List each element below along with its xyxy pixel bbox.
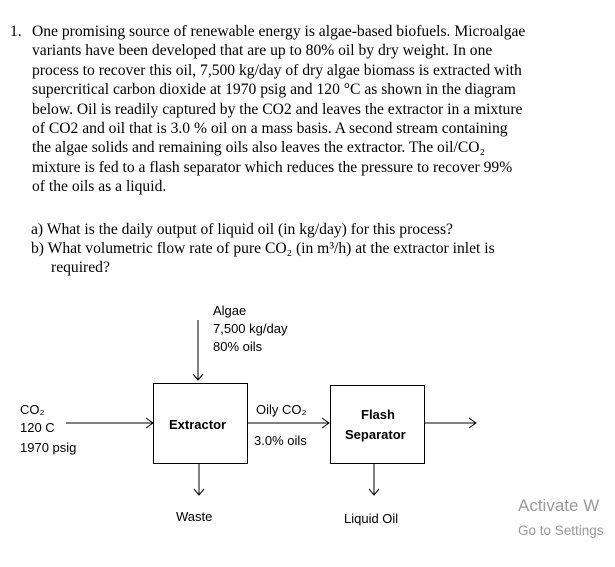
flash-label-line2: Separator (345, 427, 406, 442)
problem-line: process to recover this oil, 7,500 kg/da… (32, 61, 522, 79)
process-diagram: Algae 7,500 kg/day 80% oils CO₂ 120 C 19… (0, 290, 615, 567)
flash-separator-box: Flash Separator (330, 385, 425, 464)
oily-co2-arrowhead (321, 417, 330, 429)
activate-windows-title: Activate W (518, 496, 600, 515)
problem-statement: 1. One promising source of renewable ene… (10, 22, 610, 197)
co2-label: CO₂ (20, 402, 45, 417)
problem-line: variants have been developed that are up… (32, 42, 493, 60)
question-a: a) What is the daily output of liquid oi… (31, 221, 453, 238)
algae-oil-content: 80% oils (213, 339, 263, 354)
liquid-oil-arrowhead (368, 488, 380, 496)
flash-label-line1: Flash (361, 407, 395, 422)
problem-number: 1. (10, 23, 22, 40)
co2-pressure: 1970 psig (20, 440, 77, 455)
problem-line: below. Oil is readily captured by the CO… (32, 100, 523, 118)
activate-windows-subtitle: Go to Settings (518, 523, 604, 538)
algae-arrowhead (192, 373, 204, 381)
oily-co2-label: Oily CO₂ (256, 402, 307, 417)
problem-paragraph: One promising source of renewable energy… (32, 22, 610, 197)
problem-line: mixture is fed to a flash separator whic… (32, 158, 513, 176)
flow-arrows (66, 320, 477, 496)
problem-line: of CO2 and oil that is 3.0 % oil on a ma… (32, 120, 508, 138)
oily-co2-percent: 3.0% oils (254, 433, 307, 448)
problem-line: the algae solids and remaining oils also… (32, 139, 485, 157)
problem-line: supercritical carbon dioxide at 1970 psi… (32, 81, 516, 99)
problem-line: One promising source of renewable energy… (32, 23, 526, 40)
question-b: b) What volumetric flow rate of pure CO₂… (31, 239, 611, 278)
co2-outlet-arrowhead (468, 417, 477, 429)
problem-line: of the oils as a liquid. (32, 178, 167, 196)
algae-label: Algae (213, 303, 247, 318)
question-b-line1: b) What volumetric flow rate of pure CO₂… (31, 240, 495, 257)
extractor-box: Extractor (153, 383, 248, 464)
liquid-oil-label: Liquid Oil (344, 511, 399, 526)
waste-label: Waste (176, 509, 213, 524)
question-b-line2: required? (51, 259, 110, 277)
algae-rate: 7,500 kg/day (213, 321, 288, 336)
waste-arrowhead (193, 488, 205, 496)
extractor-label: Extractor (169, 417, 227, 432)
co2-temperature: 120 C (20, 420, 55, 435)
